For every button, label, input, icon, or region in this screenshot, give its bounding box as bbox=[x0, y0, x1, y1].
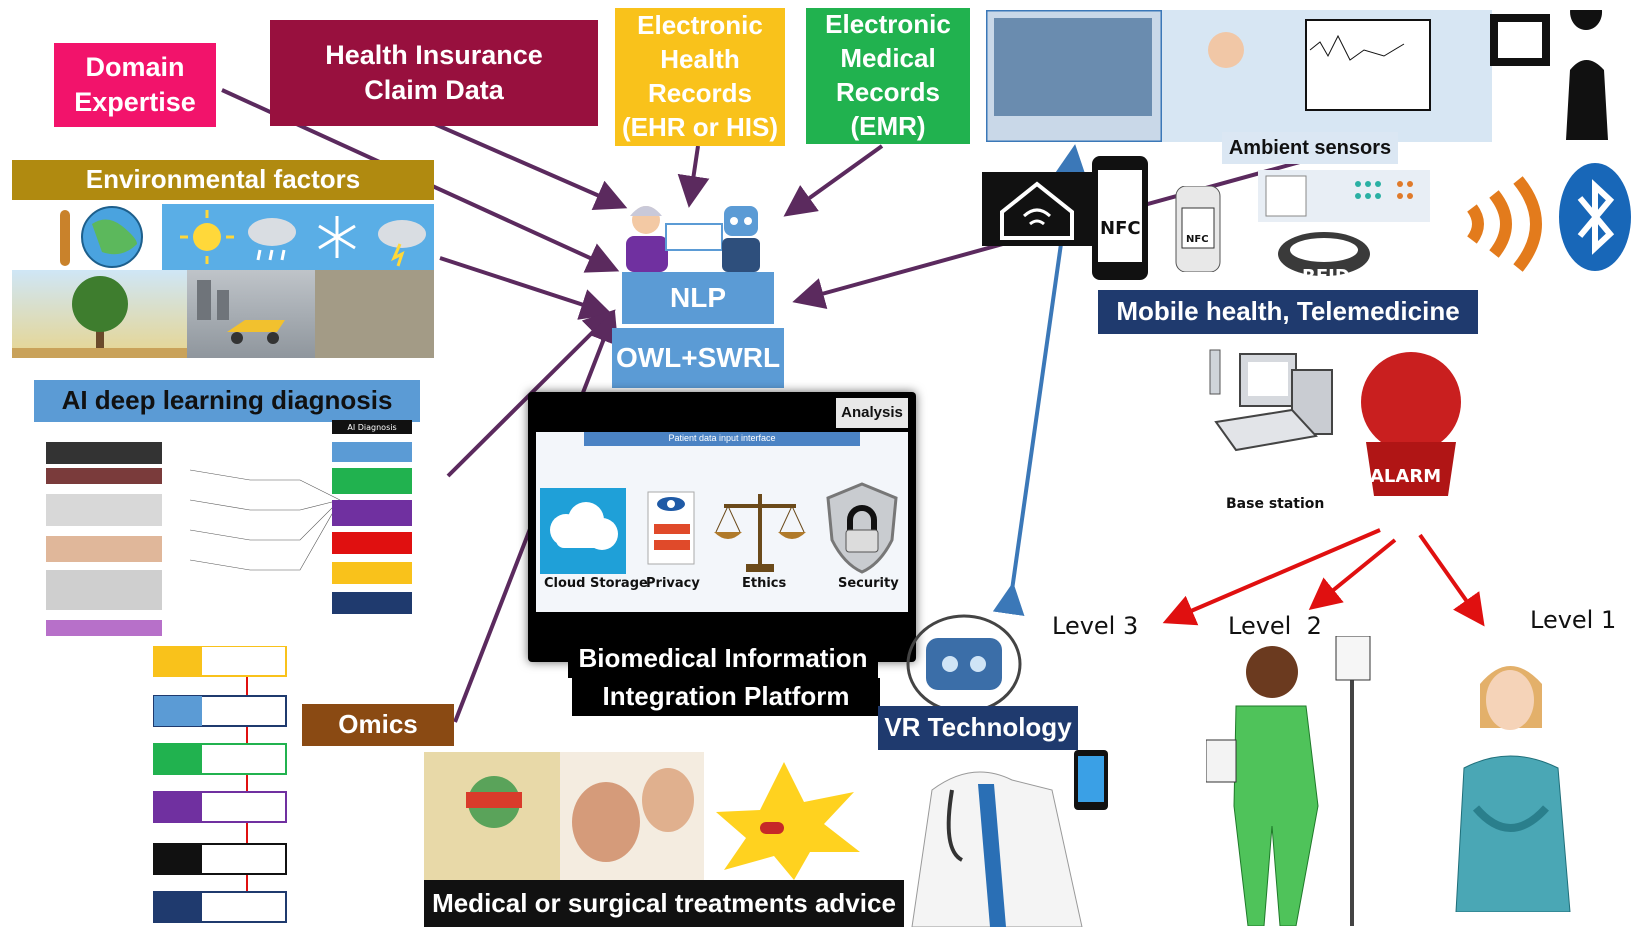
sensor-devices bbox=[1258, 170, 1430, 222]
pollution-car-image bbox=[187, 270, 315, 358]
bluetooth-icon bbox=[1559, 163, 1631, 271]
biomedical-platform-panel: Analysis Patient data input interface bbox=[528, 392, 916, 662]
treatment-advice-box: Medical or surgical treatments advice bbox=[424, 880, 904, 927]
nfc-watch: NFC bbox=[1168, 185, 1228, 273]
patient-data-header: Patient data input interface bbox=[584, 432, 860, 446]
ethics-label: Ethics bbox=[742, 576, 787, 591]
security-shield-icon bbox=[826, 482, 898, 574]
privacy-icon bbox=[647, 491, 695, 565]
nfc-label: NFC bbox=[1100, 218, 1141, 239]
human-robot-icon bbox=[616, 196, 776, 272]
storm-cloud-icon bbox=[378, 220, 426, 267]
sick-earth-icon bbox=[52, 204, 157, 270]
ai-diagnosis-header-bar bbox=[332, 420, 412, 434]
arrow-insurance-to-nlp bbox=[429, 120, 628, 211]
arrow-env-to-nlp bbox=[439, 256, 613, 320]
rfid-label: RFID bbox=[1302, 266, 1350, 287]
security-label: Security bbox=[838, 576, 899, 591]
domain-expertise-box: Domain Expertise bbox=[54, 43, 216, 127]
ai-diagnosis-panel: AI Diagnosis bbox=[40, 420, 430, 640]
analysis-tab[interactable]: Analysis bbox=[836, 398, 908, 428]
owl-swrl-label: OWL+SWRL bbox=[615, 341, 781, 373]
nlp-label: NLP bbox=[670, 281, 726, 313]
arrow-to-level3 bbox=[1162, 528, 1381, 626]
ai-deep-learning-label: AI deep learning diagnosis bbox=[61, 385, 393, 416]
vr-technology-box: VR Technology bbox=[878, 706, 1078, 750]
female-nurse-figure bbox=[1455, 666, 1571, 912]
nlp-box: NLP bbox=[622, 272, 774, 324]
privacy-label: Privacy bbox=[646, 576, 700, 591]
emr-label: Electronic Medical Records (EMR) bbox=[825, 9, 951, 141]
alarm-label: ALARM bbox=[1370, 466, 1442, 487]
vr-technology-label: VR Technology bbox=[884, 712, 1072, 743]
level-2-label: Level 2 bbox=[1228, 612, 1322, 640]
cloud-storage-label: Cloud Storage bbox=[544, 576, 648, 591]
owl-swrl-box: OWL+SWRL bbox=[612, 328, 784, 388]
smart-home-icon bbox=[982, 172, 1092, 246]
weather-strip bbox=[162, 204, 434, 270]
omics-box: Omics bbox=[302, 704, 454, 746]
analysis-label: Analysis bbox=[841, 404, 903, 422]
snowflake-icon bbox=[318, 216, 356, 258]
patient-monitoring-banner bbox=[984, 0, 1634, 144]
arrow-ehr-to-nlp bbox=[677, 145, 710, 208]
climate-sketch-image bbox=[315, 270, 434, 358]
domain-expertise-label: Domain Expertise bbox=[74, 51, 196, 117]
platform-title-line2: Integration Platform bbox=[572, 678, 880, 716]
health-insurance-box: Health Insurance Claim Data bbox=[270, 20, 598, 126]
patient-data-screen: Patient data input interface Cloud Stora… bbox=[536, 432, 908, 612]
person-silhouette-icon bbox=[1566, 0, 1608, 140]
ethics-scale-icon bbox=[714, 494, 806, 572]
nfc-watch-label: NFC bbox=[1186, 234, 1209, 245]
vr-headset-icon bbox=[906, 614, 1022, 714]
rfid-band: RFID bbox=[1274, 226, 1374, 288]
ai-deep-learning-box: AI deep learning diagnosis bbox=[34, 380, 420, 422]
rain-cloud-icon bbox=[248, 218, 296, 261]
nfc-phone: NFC bbox=[1092, 156, 1148, 280]
wireless-signal-icon bbox=[1467, 176, 1542, 272]
ehr-box: Electronic Health Records (EHR or HIS) bbox=[615, 8, 785, 146]
omics-pathway-diagram bbox=[152, 645, 292, 924]
emr-box: Electronic Medical Records (EMR) bbox=[806, 8, 970, 144]
doctor-figure bbox=[911, 750, 1108, 927]
arrow-to-level1 bbox=[1418, 533, 1485, 627]
level-3-label: Level 3 bbox=[1052, 612, 1139, 640]
male-nurse-figure bbox=[1206, 636, 1371, 926]
ambient-sensors-label-box: Ambient sensors bbox=[1222, 132, 1398, 164]
ambient-sensors-label: Ambient sensors bbox=[1228, 137, 1392, 159]
explosion-pills-image bbox=[716, 762, 860, 880]
base-station-label: Base station bbox=[1226, 496, 1325, 512]
base-station-computer-icon bbox=[1209, 349, 1333, 452]
environmental-factors-label: Environmental factors bbox=[85, 164, 361, 195]
mobile-health-label: Mobile health, Telemedicine bbox=[1116, 296, 1460, 327]
cloud-icon bbox=[540, 488, 626, 574]
tree-drought-image bbox=[12, 270, 187, 358]
sun-icon bbox=[180, 210, 234, 264]
ehr-label: Electronic Health Records (EHR or HIS) bbox=[622, 10, 778, 142]
mobile-health-box: Mobile health, Telemedicine bbox=[1098, 290, 1478, 334]
medical-images-grid bbox=[46, 442, 162, 636]
arrow-emr-to-nlp bbox=[783, 144, 884, 217]
alarm-bell-icon bbox=[1361, 352, 1461, 496]
omics-label: Omics bbox=[338, 709, 418, 740]
treatment-advice-label: Medical or surgical treatments advice bbox=[432, 887, 896, 918]
environmental-factors-box: Environmental factors bbox=[12, 160, 434, 200]
platform-title-line1: Biomedical Information bbox=[568, 640, 878, 678]
neural-network-icon bbox=[189, 469, 341, 571]
arrow-to-level2 bbox=[1308, 538, 1397, 611]
treatment-images-strip bbox=[424, 752, 864, 880]
level-1-label: Level 1 bbox=[1530, 606, 1617, 634]
ai-diagnosis-header: AI Diagnosis bbox=[347, 423, 396, 432]
health-insurance-label: Health Insurance Claim Data bbox=[325, 39, 543, 105]
environment-illustration bbox=[12, 200, 434, 358]
